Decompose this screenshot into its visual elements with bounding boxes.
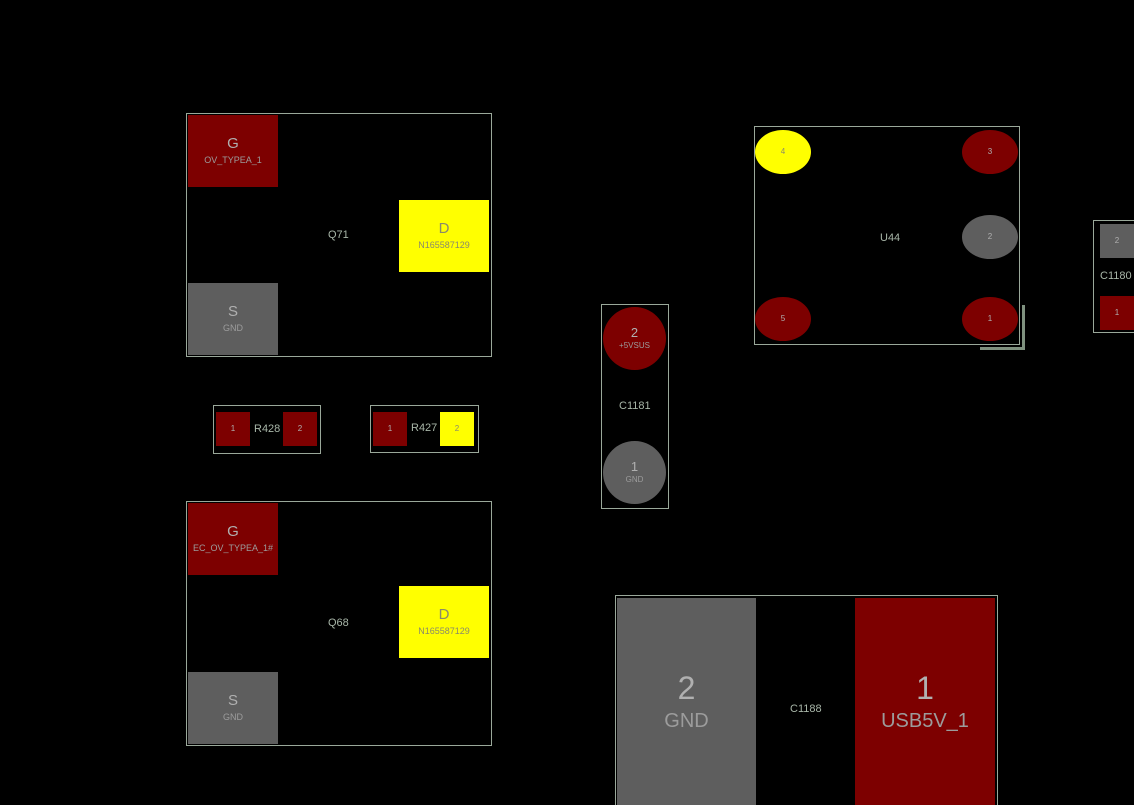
- q68-pad-s[interactable]: S GND: [188, 672, 278, 744]
- r427-pad-2[interactable]: 2: [440, 412, 474, 446]
- r427-outline[interactable]: [370, 405, 479, 453]
- u44-refdes: U44: [880, 232, 901, 244]
- q68-outline[interactable]: [186, 501, 492, 746]
- pad-net: EC_OV_TYPEA_1#: [192, 542, 274, 553]
- q68-pad-d[interactable]: D N165587129: [399, 586, 489, 658]
- pad-number: 1: [1114, 307, 1120, 317]
- pad-net: GND: [664, 710, 709, 733]
- pad-net: GND: [223, 322, 243, 333]
- r428-refdes: R428: [254, 423, 281, 435]
- r427-refdes: R427: [411, 422, 438, 434]
- pad-net: N165587129: [418, 625, 470, 636]
- pad-number: 1: [916, 669, 934, 706]
- c1181-pad-1[interactable]: 1 GND: [603, 441, 666, 504]
- pad-number: S: [227, 303, 238, 321]
- c1180-pad-2[interactable]: 2: [1100, 224, 1134, 258]
- pad-net: GND: [625, 475, 644, 485]
- r428-outline[interactable]: [213, 405, 321, 454]
- r428-pad-2[interactable]: 2: [283, 412, 317, 446]
- pad-net: GND: [223, 711, 243, 722]
- pad-number: 1: [387, 423, 393, 433]
- pad-number: 1: [230, 423, 236, 433]
- c1180-pad-1[interactable]: 1: [1100, 296, 1134, 330]
- pad-number: D: [438, 220, 450, 238]
- u44-pad-1[interactable]: 1: [962, 297, 1018, 341]
- pad-number: 2: [297, 423, 303, 433]
- pad-number: 2: [987, 231, 993, 241]
- pad-number: S: [227, 692, 238, 710]
- pad-number: 2: [630, 324, 639, 340]
- c1180-outline[interactable]: [1093, 220, 1134, 333]
- u44-outline[interactable]: [754, 126, 1020, 345]
- pad-number: 3: [987, 146, 993, 156]
- pad-net: +5VSUS: [619, 341, 650, 351]
- c1181-outline[interactable]: [601, 304, 669, 509]
- q68-pad-g[interactable]: G EC_OV_TYPEA_1#: [188, 503, 278, 575]
- u44-pad-4[interactable]: 4: [755, 130, 811, 174]
- pad-number: G: [227, 523, 239, 541]
- c1180-refdes: C1180: [1100, 270, 1132, 282]
- q71-refdes: Q71: [328, 229, 349, 241]
- c1188-outline[interactable]: [615, 595, 998, 805]
- pad-number: 2: [1114, 235, 1120, 245]
- q71-pad-d[interactable]: D N165587129: [399, 200, 489, 272]
- c1188-pad-1[interactable]: 1 USB5V_1: [855, 598, 995, 805]
- r427-pad-1[interactable]: 1: [373, 412, 407, 446]
- r428-pad-1[interactable]: 1: [216, 412, 250, 446]
- pad-number: 1: [987, 313, 993, 323]
- c1181-pad-2[interactable]: 2 +5VSUS: [603, 307, 666, 370]
- u44-pin1-marker: [980, 305, 1025, 350]
- pad-net: OV_TYPEA_1: [204, 154, 262, 165]
- q71-pad-s[interactable]: S GND: [188, 283, 278, 355]
- pad-number: 5: [780, 313, 786, 323]
- pad-number: 4: [780, 146, 786, 156]
- pad-number: G: [227, 135, 239, 153]
- pad-number: D: [438, 606, 450, 624]
- pad-number: 2: [454, 423, 460, 433]
- c1188-pad-2[interactable]: 2 GND: [617, 598, 756, 805]
- c1188-refdes: C1188: [790, 703, 822, 715]
- q71-outline[interactable]: [186, 113, 492, 357]
- c1181-refdes: C1181: [619, 400, 651, 412]
- pad-number: 1: [630, 458, 639, 474]
- u44-pad-5[interactable]: 5: [755, 297, 811, 341]
- q71-pad-g[interactable]: G OV_TYPEA_1: [188, 115, 278, 187]
- q68-refdes: Q68: [328, 617, 349, 629]
- u44-pad-2[interactable]: 2: [962, 215, 1018, 259]
- u44-pad-3[interactable]: 3: [962, 130, 1018, 174]
- pad-net: N165587129: [418, 239, 470, 250]
- pad-net: USB5V_1: [881, 710, 969, 733]
- pad-number: 2: [677, 669, 696, 706]
